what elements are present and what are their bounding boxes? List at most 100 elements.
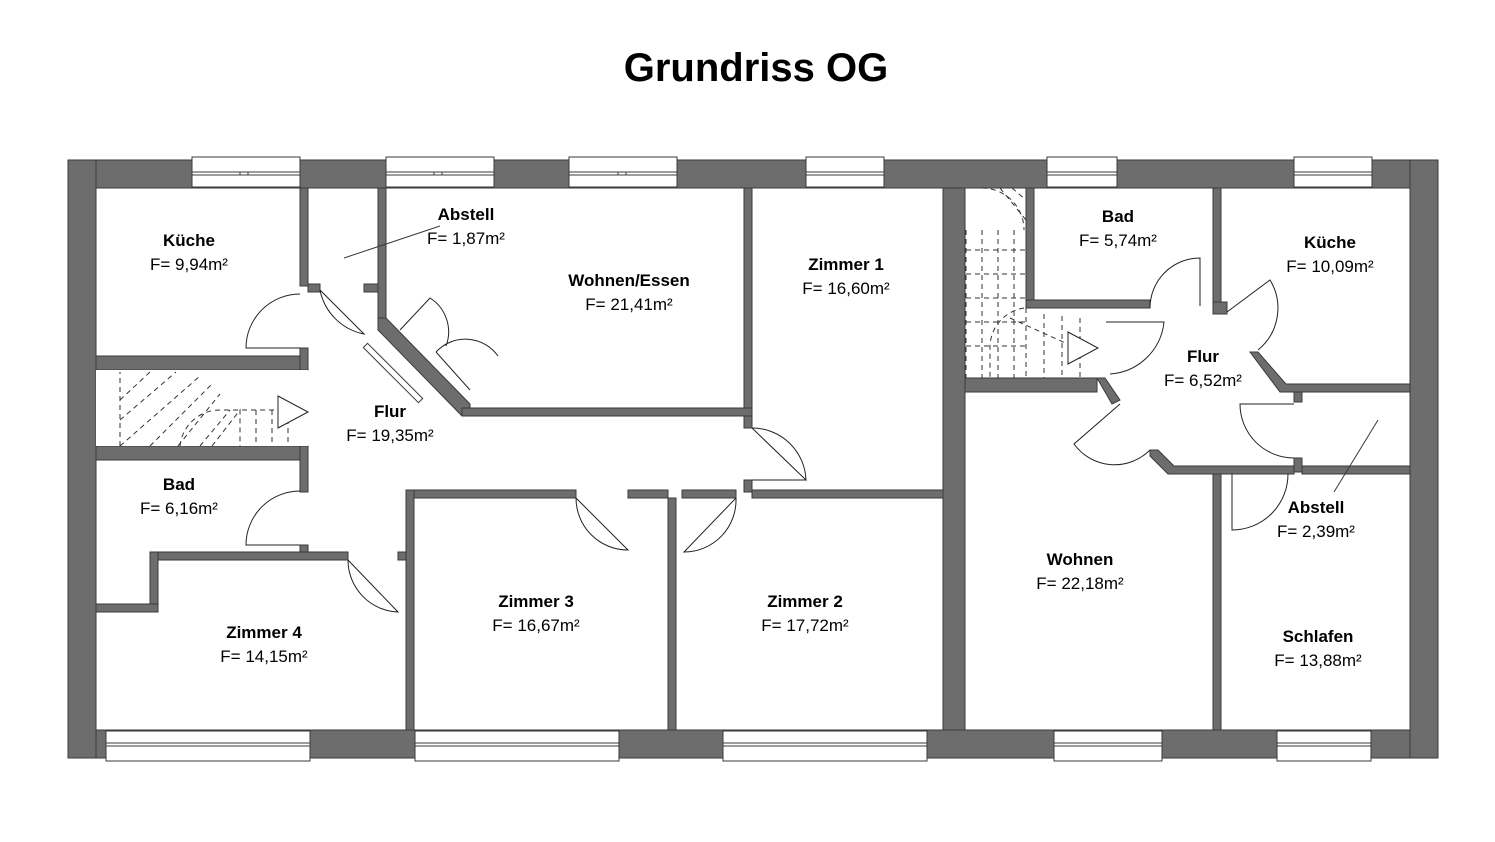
door-zimmer1[interactable] xyxy=(751,427,808,481)
wall-bad-bottom-r xyxy=(1025,299,1151,309)
wall-party xyxy=(942,187,966,731)
room-area: F= 10,09m² xyxy=(1286,257,1374,276)
page-title: Grundriss OG xyxy=(623,46,889,90)
room-area: F= 5,74m² xyxy=(1079,231,1157,250)
wall-jamb-5 xyxy=(397,551,407,561)
door-wohnen[interactable] xyxy=(399,297,499,391)
wall-kueche-bottom-r xyxy=(1249,351,1411,393)
door-schlafen-r[interactable] xyxy=(1231,473,1289,531)
room-area: F= 13,88m² xyxy=(1274,651,1362,670)
window xyxy=(722,730,928,762)
room-name: Wohnen/Essen xyxy=(568,271,690,290)
room-area: F= 9,94m² xyxy=(150,255,228,274)
wall-zimmer3-zimmer2 xyxy=(667,497,677,731)
door-kueche[interactable] xyxy=(245,293,301,349)
window xyxy=(1046,156,1118,188)
window xyxy=(105,730,311,762)
door-abstell[interactable] xyxy=(319,289,366,335)
window xyxy=(414,730,620,762)
wall-jamb-2 xyxy=(363,283,379,293)
wall-wohnen-right xyxy=(743,187,753,409)
door-zimmer3[interactable] xyxy=(575,497,630,551)
wall-stair-bottom-r xyxy=(964,377,1098,393)
door-zimmer2[interactable] xyxy=(682,497,737,553)
wall-kueche-right xyxy=(299,187,309,287)
room-name: Zimmer 2 xyxy=(767,592,843,611)
wall-abstell xyxy=(377,187,387,321)
room-label-wohnen-essen: Wohnen/Essen F= 21,41m² xyxy=(568,270,690,318)
room-area: F= 22,18m² xyxy=(1036,574,1124,593)
room-label-abstell-1: Abstell F= 1,87m² xyxy=(427,204,505,252)
window xyxy=(568,156,678,188)
wall-zimmer4-top xyxy=(149,551,349,561)
room-area: F= 6,52m² xyxy=(1164,371,1242,390)
leader-abstell xyxy=(343,225,441,259)
wall-zimmer3-left xyxy=(405,489,415,731)
window xyxy=(805,156,885,188)
wall-bad-bottom xyxy=(95,603,159,613)
window xyxy=(1293,156,1373,188)
wall-bad-upper xyxy=(299,445,309,493)
room-label-zimmer-4: Zimmer 4 F= 14,15m² xyxy=(220,622,307,670)
wall-stair-bad xyxy=(95,445,309,461)
door-stair-r[interactable] xyxy=(1106,321,1165,375)
room-name: Abstell xyxy=(1287,498,1345,517)
room-label-zimmer-2: Zimmer 2 F= 17,72m² xyxy=(761,591,848,639)
room-name: Bad xyxy=(162,475,196,494)
room-area: F= 2,39m² xyxy=(1277,522,1355,541)
room-area: F= 16,60m² xyxy=(802,279,890,298)
room-label-wohnen: Wohnen F= 22,18m² xyxy=(1036,549,1123,597)
door-abstell-r[interactable] xyxy=(1239,403,1295,459)
wall-zimmer2-top xyxy=(681,489,737,499)
room-name: Zimmer 3 xyxy=(498,592,574,611)
window-internal xyxy=(362,342,424,404)
leader-abstell-r xyxy=(1333,419,1379,493)
door-wohnen-r[interactable] xyxy=(1073,403,1151,466)
room-area: F= 1,87m² xyxy=(427,229,505,248)
wall-zimmer1-bottom xyxy=(751,489,944,499)
wall-zimmer3-top xyxy=(405,489,577,499)
wall-jamb-3 xyxy=(743,415,753,429)
door-zimmer4[interactable] xyxy=(347,559,400,613)
wall-left xyxy=(67,159,97,759)
room-label-kueche-2: Küche F= 10,09m² xyxy=(1286,232,1373,280)
room-area: F= 19,35m² xyxy=(346,426,434,445)
wall-kueche-stub xyxy=(299,347,309,371)
wall-bad-kueche xyxy=(1212,187,1222,303)
wall-flur-bottom-r xyxy=(1149,449,1295,475)
room-label-flur-1: Flur F= 19,35m² xyxy=(346,401,433,449)
room-label-schlafen: Schlafen F= 13,88m² xyxy=(1274,626,1361,674)
door-kueche-r[interactable] xyxy=(1226,279,1279,351)
wall-jamb-r3 xyxy=(1293,457,1303,473)
wall-abstell-bottom-r xyxy=(1301,465,1411,475)
wall-right xyxy=(1409,159,1439,759)
wall-jamb-r1 xyxy=(1212,301,1228,315)
wall-zimmer3-top-2 xyxy=(627,489,669,499)
wall-jamb-4 xyxy=(743,479,753,493)
room-name: Bad xyxy=(1101,207,1135,226)
room-label-bad-1: Bad F= 6,16m² xyxy=(140,474,218,522)
wall-jamb-1 xyxy=(307,283,321,293)
room-name: Küche xyxy=(163,231,215,250)
window xyxy=(385,156,495,188)
window xyxy=(1053,730,1163,762)
window xyxy=(1276,730,1372,762)
room-name: Wohnen xyxy=(1046,550,1114,569)
window xyxy=(191,156,301,188)
room-label-bad-2: Bad F= 5,74m² xyxy=(1079,206,1157,254)
room-label-kueche-1: Küche F= 9,94m² xyxy=(150,230,228,278)
room-label-abstell-2: Abstell F= 2,39m² xyxy=(1277,497,1355,545)
room-area: F= 6,16m² xyxy=(140,499,218,518)
wall-jamb-r2 xyxy=(1293,391,1303,403)
room-area: F= 14,15m² xyxy=(220,647,308,666)
room-name: Flur xyxy=(373,402,407,421)
door-bad[interactable] xyxy=(245,490,301,546)
wall-stair-bad-r xyxy=(1025,187,1035,305)
wall-kueche-stair xyxy=(95,355,309,371)
wall-wohnen-bottom xyxy=(461,407,753,417)
room-label-zimmer-3: Zimmer 3 F= 16,67m² xyxy=(492,591,579,639)
staircase xyxy=(965,187,1100,378)
door-bad-r[interactable] xyxy=(1149,257,1201,309)
wall-zimmer4-step xyxy=(149,551,159,613)
